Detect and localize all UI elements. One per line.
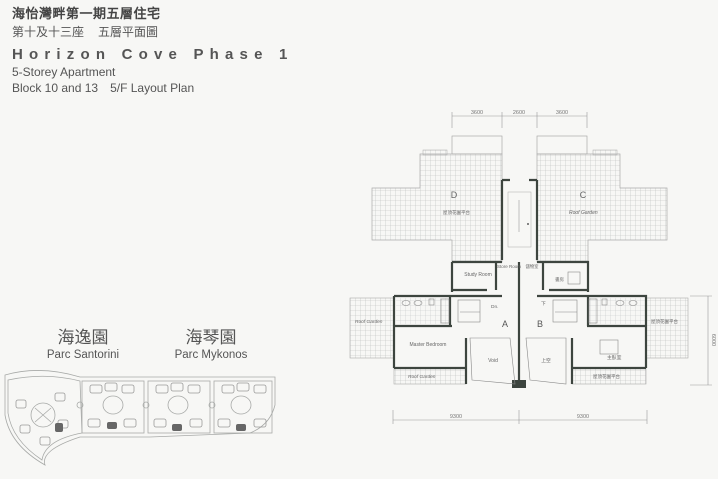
stair-core	[500, 178, 539, 260]
store-room-label: Store Room	[497, 264, 521, 269]
dim-bottom-1: 9300	[450, 414, 462, 420]
block-plan-line: Block 10 and 13 5/F Layout Plan	[12, 80, 294, 96]
header: 海怡灣畔第一期五層住宅 第十及十三座五層平面圖 Horizon Cove Pha…	[12, 6, 294, 96]
unit-d-garden-label: 屋頂花園平台	[443, 209, 470, 216]
roof-garden-left-label: Roof Garden	[355, 319, 383, 325]
site-label-santorini: 海逸園 Parc Santorini	[38, 328, 128, 362]
study-room-zh-label: 書房	[555, 276, 564, 283]
roof-garden-bottom-left-label: Roof Garden	[408, 374, 436, 380]
unit-d-label: D	[451, 190, 458, 200]
english-title: Horizon Cove Phase 1	[12, 46, 294, 63]
santorini-zh: 海逸園	[57, 328, 109, 348]
dn-label: Dn.	[491, 304, 498, 310]
chinese-block-label: 第十及十三座	[12, 25, 85, 39]
study-room-label: Study Room	[464, 272, 492, 278]
roof-garden-d	[371, 153, 503, 263]
roof-garden-right	[645, 297, 689, 359]
bottom-dimensions	[392, 410, 648, 424]
roof-garden-bottom-right-label: 屋頂花園平台	[593, 373, 620, 380]
chinese-title: 海怡灣畔第一期五層住宅	[12, 7, 161, 22]
dim-top-2: 2600	[513, 110, 525, 116]
unit-a-label: A	[502, 319, 508, 329]
santorini-en: Parc Santorini	[46, 349, 120, 361]
void-zh-label: 上空	[541, 357, 551, 364]
chinese-plan-label: 五層平面圖	[98, 25, 159, 39]
unit-b-label: B	[537, 319, 543, 329]
site-plan-drawing	[4, 370, 276, 466]
mykonos-en: Parc Mykonos	[174, 349, 248, 361]
master-bedroom-label: Master Bedroom	[410, 342, 447, 348]
unit-c-label: C	[580, 190, 587, 200]
walls	[392, 260, 648, 386]
master-bedroom-zh-label: 主臥室	[607, 354, 622, 361]
plan-label: 5/F Layout Plan	[110, 81, 195, 95]
down-zh-label: 下	[541, 301, 546, 307]
roof-garden-right-label: 屋頂花園平台	[651, 318, 678, 325]
dim-top-1: 3600	[471, 110, 483, 116]
dim-top-3: 3600	[556, 110, 568, 116]
right-dimension	[690, 295, 712, 386]
mykonos-zh: 海琴園	[185, 328, 237, 348]
chinese-subtitle: 第十及十三座五層平面圖	[12, 24, 294, 41]
apartment-type: 5-Storey Apartment	[12, 65, 116, 79]
top-dimensions	[451, 112, 588, 128]
store-room-zh-label: 儲物室	[526, 263, 540, 270]
dim-right: 6000	[710, 334, 716, 346]
unit-c-garden-label: Roof Garden	[569, 210, 598, 216]
roof-garden-c	[536, 153, 668, 263]
dim-bottom-2: 9300	[577, 414, 589, 420]
site-label-mykonos: 海琴園 Parc Mykonos	[165, 328, 257, 362]
void-label: Void	[488, 358, 498, 364]
block-label: Block 10 and 13	[12, 81, 99, 95]
roof-garden-left	[349, 297, 395, 359]
